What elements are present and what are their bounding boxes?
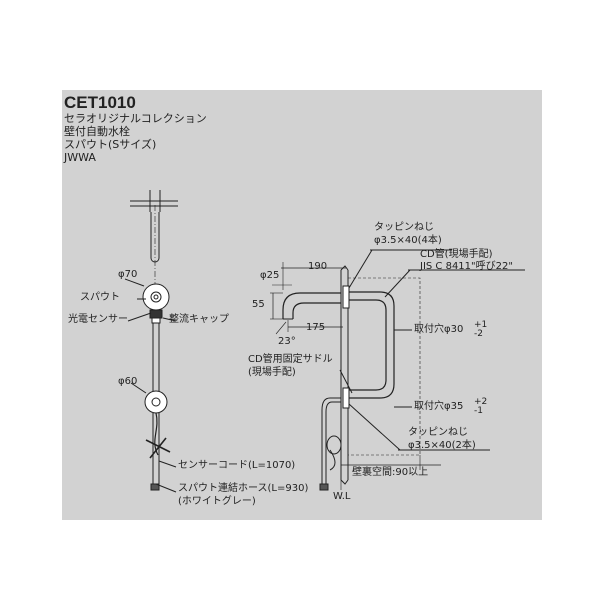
tappin-bottom-spec: φ3.5×40(2本) [408, 440, 476, 451]
hole-top-tol-plus: +1 [474, 320, 488, 330]
sensor-cord-label: センサーコード(L=1070) [178, 460, 296, 471]
dim-55: 55 [252, 299, 265, 310]
tappin-bottom-label: タッピンねじ [408, 427, 468, 438]
saddle-label: CD管用固定サドル [248, 354, 333, 365]
hole-bottom-tol-minus: -1 [474, 406, 483, 416]
dim-175: 175 [306, 322, 326, 333]
hole-bottom-label: 取付穴φ35 [414, 401, 464, 412]
hole-top-label: 取付穴φ30 [414, 324, 464, 335]
wall-space-label: 壁裏空間:90以上 [352, 467, 429, 478]
spout-label: スパウト [80, 292, 120, 303]
hole-top-tol-minus: -2 [474, 329, 483, 339]
product-type: 壁付自動水栓 [64, 125, 130, 138]
water-line-label: W.L [333, 491, 351, 502]
tappin-top-spec: φ3.5×40(4本) [374, 235, 442, 246]
cd-pipe-spec: JIS C 8411"呼び22" [420, 261, 513, 272]
angle-23: 23° [278, 336, 296, 347]
side-view [270, 249, 525, 491]
phi25-label: φ25 [260, 270, 280, 281]
saddle-note: (現場手配) [248, 367, 296, 378]
flow-cap-label: 整流キャップ [169, 314, 229, 325]
spout-size: スパウト(Sサイズ) [64, 138, 157, 151]
front-view [124, 190, 178, 493]
collection-name: セラオリジナルコレクション [64, 112, 207, 125]
sensor-label: 光電センサー [68, 314, 128, 325]
hose-label: スパウト連結ホース(L=930) [178, 483, 309, 494]
hose-color-label: (ホワイトグレー) [178, 496, 256, 507]
tappin-top-label: タッピンねじ [374, 222, 434, 233]
certification: JWWA [64, 151, 96, 164]
cd-pipe-label: CD管(現場手配) [420, 249, 493, 260]
drawing-panel [62, 90, 542, 520]
hole-bottom-tol-plus: +2 [474, 397, 488, 407]
dim-190: 190 [308, 261, 328, 272]
model-number: CET1010 [64, 93, 136, 112]
phi60-label: φ60 [118, 376, 138, 387]
phi70-label: φ70 [118, 269, 138, 280]
